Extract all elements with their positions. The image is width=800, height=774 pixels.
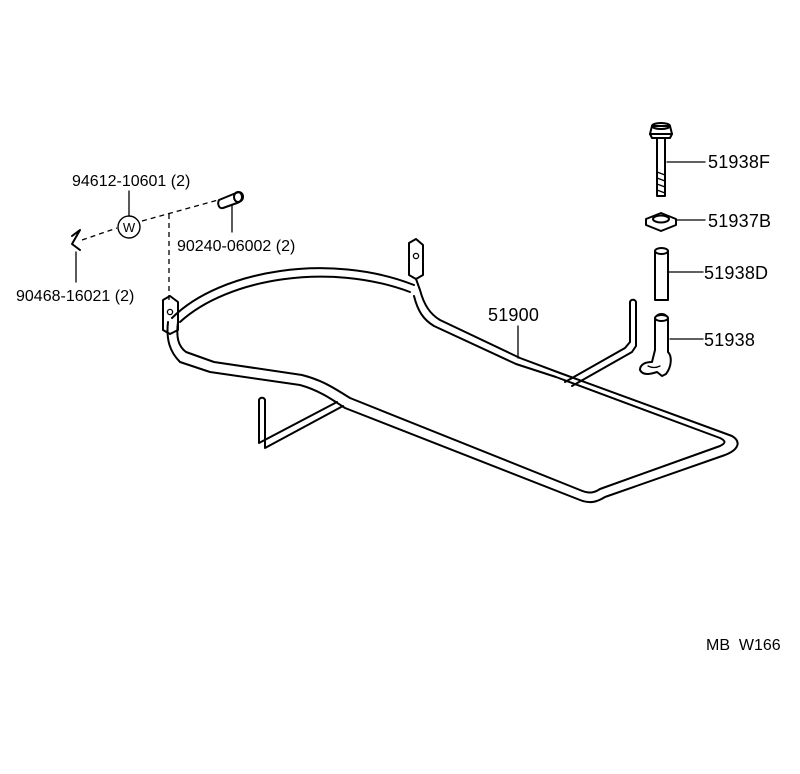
reference-code: MB W166 [706,637,781,654]
tire-carrier-frame [162,238,739,504]
bolt-51938f [649,122,673,197]
assembly-dash-lines [81,199,219,300]
washer-symbol: W [117,190,141,239]
label-51938f: 51938F [708,152,770,172]
label-90240: 90240-06002 (2) [177,238,295,255]
washer-symbol-label: W [123,220,136,235]
leader-lines-right [517,161,706,359]
label-51900: 51900 [488,305,539,325]
label-94612: 94612-10601 (2) [72,173,190,190]
label-51938d: 51938D [704,263,768,283]
label-51938: 51938 [704,330,755,350]
spacer-51938d [654,247,669,301]
nut-51937b [645,212,677,232]
label-51937b: 51937B [708,211,771,231]
pin-90240 [217,191,244,233]
clip-90468 [71,229,81,283]
hook-51938 [639,313,672,377]
label-90468: 90468-16021 (2) [16,288,134,305]
